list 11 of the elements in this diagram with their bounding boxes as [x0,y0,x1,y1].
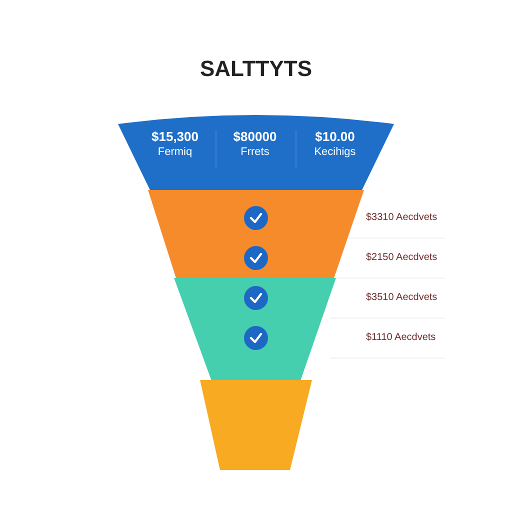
value-label: $10.00 Kecihigs [313,130,357,159]
value-label: $3510 Aecdvets [366,292,438,303]
value-label: $1110 Aecdvets [366,332,436,343]
title: SALTTYTS [198,56,314,82]
funnel-top-band [118,112,394,192]
value-label: $3310 Aecdvets [366,212,438,223]
value-label: $2150 Aecdvets [366,252,438,263]
funnel-band [148,190,364,280]
funnel-base [200,380,312,472]
value-label: $80000 Frrets [232,130,278,159]
value-label: $15,300 Fermiq [150,130,200,159]
